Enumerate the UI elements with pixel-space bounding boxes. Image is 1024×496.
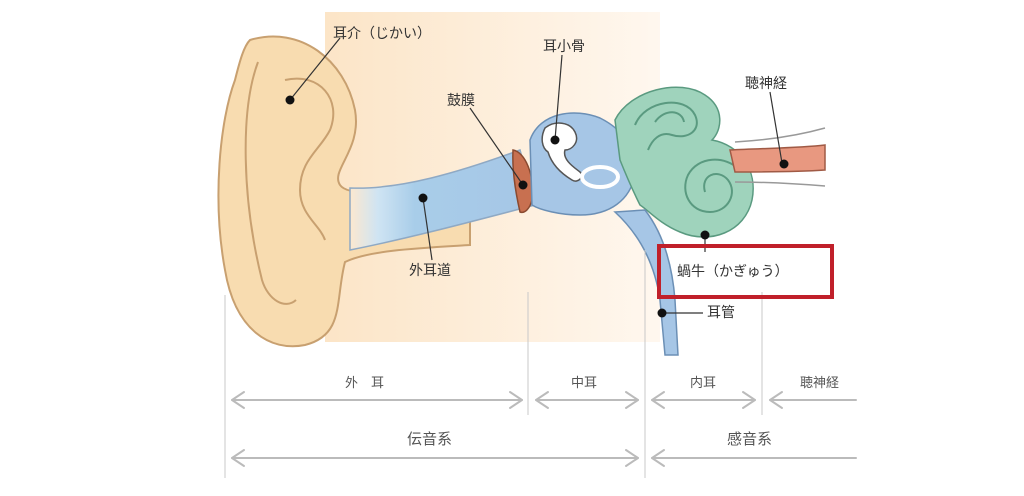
sensorineural-arrow-left-head (651, 449, 665, 467)
middle-ear-arrow-right-head (625, 391, 639, 409)
conductive-system-label: 伝音系 (407, 430, 453, 448)
outer-ear-section-label: 外 耳 (345, 376, 385, 391)
cochlea-highlight-box (657, 244, 834, 299)
pinna-label: 耳介（じかい） (333, 26, 431, 42)
nerve-arrow-left-head (769, 391, 783, 409)
ear-canal-label: 外耳道 (409, 263, 451, 279)
pinna-inner-fold (244, 61, 297, 305)
auditory-nerve-label: 聴神経 (745, 76, 787, 92)
canal-dot (418, 193, 428, 203)
auditory-nerve-line-2 (734, 181, 826, 187)
ossicles-label: 耳小骨 (543, 39, 585, 55)
tube-dot (657, 308, 667, 318)
pinna-dot (285, 95, 295, 105)
cochlea-spiral (684, 158, 741, 214)
outer-ear-arrow-right-head (509, 391, 523, 409)
middle-ear-section-label: 中耳 (571, 376, 598, 391)
nerve-pointer (769, 91, 783, 164)
conductive-arrow-right-head (625, 449, 639, 467)
conductive-arrow-left-head (231, 449, 245, 467)
pinna-shape (217, 35, 471, 348)
sensorineural-system-label: 感音系 (727, 430, 773, 448)
cochlea-label: 蝸牛（かぎゅう） (677, 264, 789, 280)
semicircular-canal-2 (654, 111, 685, 123)
inner-ear-arrow-right-head (742, 391, 756, 409)
pinna-inner-fold-2 (284, 77, 335, 241)
eardrum-pointer (469, 107, 524, 186)
middle-ear-arrow-left-head (535, 391, 549, 409)
ossicles-dot (550, 135, 560, 145)
outer-ear-arrow-left-head (231, 391, 245, 409)
eardrum-label: 鼓膜 (447, 93, 475, 109)
inner-ear-shape (614, 86, 754, 238)
inner-ear-section-label: 内耳 (690, 376, 717, 391)
cochlea-dot (700, 230, 710, 240)
inner-ear-arrow-left-head (651, 391, 665, 409)
nerve-section-label: 聴神経 (800, 376, 840, 391)
canal-pointer (422, 197, 433, 261)
ossicles-pointer (554, 54, 563, 141)
eustachian-tube-label: 耳管 (707, 305, 735, 321)
oval-window (580, 165, 620, 189)
auditory-nerve-shape (729, 144, 826, 173)
nerve-dot (779, 159, 789, 169)
auditory-nerve-line (734, 127, 826, 143)
eardrum-dot (518, 180, 528, 190)
pinna-pointer (289, 37, 341, 101)
semicircular-canal (634, 101, 698, 151)
